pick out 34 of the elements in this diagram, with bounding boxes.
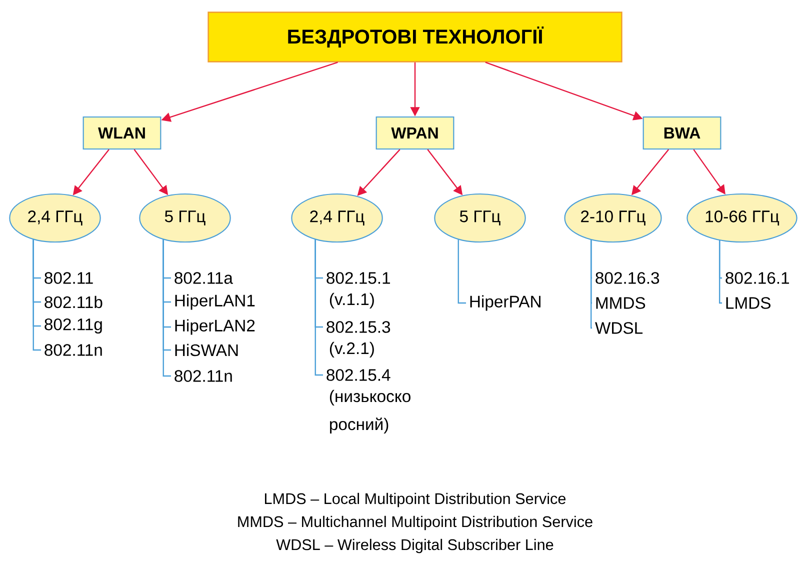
list-item: HiperLAN1 bbox=[175, 294, 255, 310]
list-item: WDSL bbox=[595, 322, 643, 334]
list-connector bbox=[458, 240, 466, 304]
list-connector bbox=[590, 240, 592, 329]
list-item: 802.11a bbox=[174, 272, 233, 284]
list-item: MMDS bbox=[596, 297, 646, 309]
list-note: (v.2.1) bbox=[330, 342, 374, 358]
list-item: 802.15.1 bbox=[326, 272, 390, 284]
category-box: WLAN bbox=[82, 116, 162, 150]
list-connector bbox=[718, 240, 722, 304]
list-connector bbox=[314, 240, 323, 376]
category-box: WPAN bbox=[376, 116, 454, 150]
list-item: 802.16.3 bbox=[596, 272, 660, 284]
title-box: БЕЗДРОТОВІ ТЕХНОЛОГІЇ bbox=[208, 12, 622, 62]
list-item: 802.16.1 bbox=[726, 272, 789, 284]
list-item: HiSWAN bbox=[175, 344, 238, 356]
list-item: LMDS bbox=[726, 297, 770, 309]
list-item: HiperPAN bbox=[470, 295, 540, 311]
list-item: 802.15.4 bbox=[326, 369, 390, 381]
footnote: MMDS – Multichannel Multipoint Distribution Service bbox=[238, 516, 592, 530]
list-note: (v.1.1) bbox=[330, 292, 374, 308]
list-note: (низькоско росний) bbox=[330, 390, 410, 434]
list-item: 802.11 bbox=[44, 272, 93, 284]
list-item: 802.11n bbox=[44, 344, 102, 356]
list-item: 802.11b bbox=[44, 296, 102, 308]
category-box: BWA bbox=[642, 116, 722, 150]
list-item: HiperLAN2 bbox=[175, 319, 255, 335]
list-item: 802.11g bbox=[44, 318, 102, 334]
footnote: WDSL – Wireless Digital Subscriber Line bbox=[276, 538, 554, 554]
list-connector bbox=[32, 240, 41, 351]
list-connector bbox=[162, 240, 171, 377]
list-item: 802.11n bbox=[174, 370, 232, 382]
footnote: LMDS – Local Multipoint Distribution Service bbox=[265, 492, 566, 508]
list-item: 802.15.3 bbox=[326, 321, 390, 333]
